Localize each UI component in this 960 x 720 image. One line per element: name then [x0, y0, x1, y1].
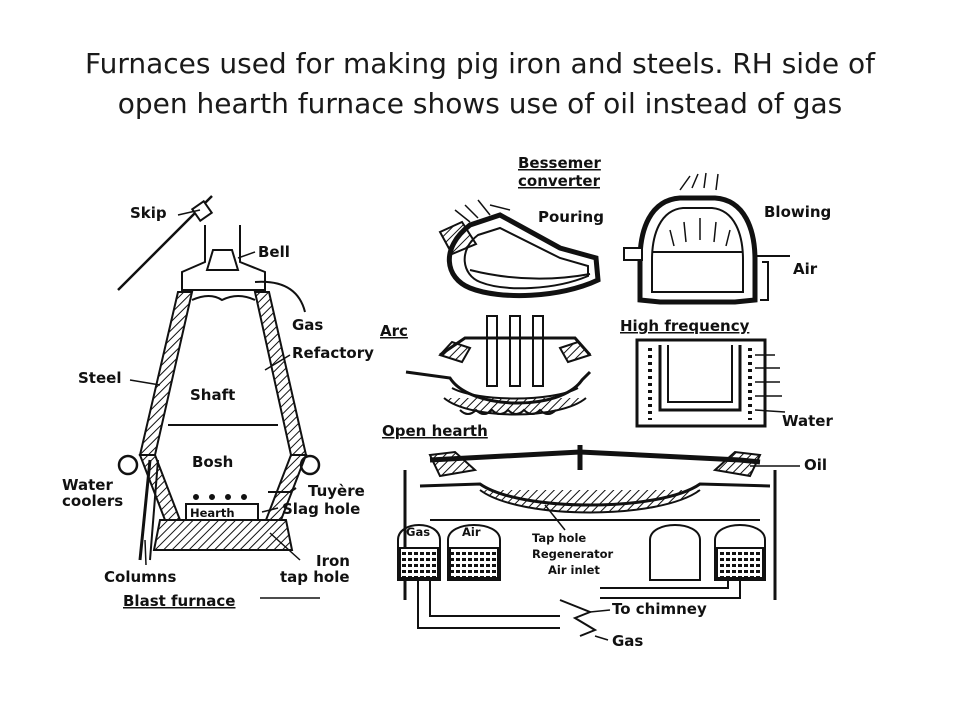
label-regenerator: Regenerator: [532, 547, 614, 561]
label-oh-gas: Gas: [612, 632, 643, 650]
pouring-metal-surface: [469, 269, 591, 280]
label-to-chimney: To chimney: [612, 600, 707, 618]
bessemer-blowing: [623, 172, 790, 305]
hf-crucible-inner: [667, 345, 733, 403]
label-chamber-air: Air: [462, 525, 481, 539]
right-water-cooler: [299, 454, 321, 476]
bell: [205, 249, 240, 271]
label-blowing: Blowing: [764, 203, 831, 221]
column-left: [138, 459, 152, 561]
caption-open-hearth: Open hearth: [382, 422, 488, 440]
chamber-gas-right: [714, 524, 766, 581]
column-left-2: [149, 459, 159, 561]
label-refactory: Refactory: [292, 344, 374, 362]
open-hearth-labels: Open hearth Oil Gas Air Tap hole Regener…: [382, 422, 827, 650]
chamber-air-right: [649, 524, 701, 581]
caption-arc: Arc: [380, 322, 408, 340]
blowing-vessel-inner: [651, 207, 744, 293]
label-coolers: coolers: [62, 492, 123, 510]
label-chamber-gas: Gas: [406, 525, 430, 539]
label-slag-hole: Slag hole: [282, 500, 360, 518]
blast-furnace-labels: Skip Bell Gas Refactory Steel Shaft Bosh…: [62, 204, 374, 610]
electrode-1: [486, 315, 498, 387]
label-columns: Columns: [104, 568, 176, 586]
caption-high-frequency: High frequency: [620, 317, 750, 335]
slide-title: Furnaces used for making pig iron and st…: [0, 44, 960, 124]
bessemer-pouring: [438, 199, 601, 299]
label-hf-water: Water: [782, 412, 833, 430]
reversing-valve: [559, 599, 598, 637]
label-gas: Gas: [292, 316, 323, 334]
hf-crucible: [658, 345, 742, 412]
arc-furnace: [405, 315, 592, 416]
blowing-vessel-outer: [637, 195, 758, 305]
pouring-vessel-inner: [463, 226, 589, 290]
hearth-box: [185, 503, 259, 521]
flue-right: [600, 580, 741, 599]
left-water-cooler: [117, 454, 139, 476]
caption-bessemer-2: converter: [518, 172, 601, 190]
electrode-3: [532, 315, 544, 387]
oh-bath: [479, 489, 701, 514]
caption-bessemer-1: Bessemer: [518, 154, 601, 172]
gas-pipe: [254, 280, 306, 313]
label-tuyere: Tuyère: [308, 482, 365, 500]
bessemer-labels: Bessemer converter Pouring Blowing Air: [518, 154, 831, 278]
open-hearth-furnace: [397, 445, 800, 641]
arc-lining: [443, 397, 587, 416]
label-tap-hole: tap hole: [280, 568, 350, 586]
label-skip: Skip: [130, 204, 167, 222]
oh-roof: [429, 449, 761, 465]
caption-blast-furnace: Blast furnace: [123, 592, 236, 610]
hf-casing: [635, 338, 767, 428]
label-bosh: Bosh: [192, 453, 233, 471]
label-pouring: Pouring: [538, 208, 604, 226]
label-shaft: Shaft: [190, 386, 235, 404]
label-hearth: Hearth: [190, 506, 235, 520]
label-bell: Bell: [258, 243, 290, 261]
title-line-2: open hearth furnace shows use of oil ins…: [117, 87, 843, 120]
air-pipe: [755, 255, 790, 301]
label-oil: Oil: [804, 456, 827, 474]
arc-rockers: [459, 408, 557, 415]
tuyere-pipe: [268, 487, 297, 493]
electrode-2: [509, 315, 521, 387]
blowing-trunnion: [623, 247, 643, 261]
chamber-air-left: [447, 524, 501, 581]
furnace-top-hopper: [181, 225, 266, 291]
high-frequency-furnace: [635, 338, 786, 428]
title-line-1: Furnaces used for making pig iron and st…: [85, 47, 875, 80]
flue-left: [417, 580, 560, 629]
label-air-inlet: Air inlet: [548, 563, 600, 577]
charge-surface: [191, 295, 256, 302]
pouring-vessel-outer: [446, 212, 601, 299]
left-shaft-wall: [138, 291, 194, 456]
label-iron: Iron: [316, 552, 350, 570]
label-steel: Steel: [78, 369, 121, 387]
skip-bucket: [190, 199, 214, 223]
label-air: Air: [793, 260, 818, 278]
chamber-gas-left: [397, 524, 441, 581]
label-tap-hole-oh: Tap hole: [532, 531, 586, 545]
pouring-mouth: [438, 220, 478, 256]
label-water: Water: [62, 476, 113, 494]
blast-furnace: [117, 195, 321, 599]
